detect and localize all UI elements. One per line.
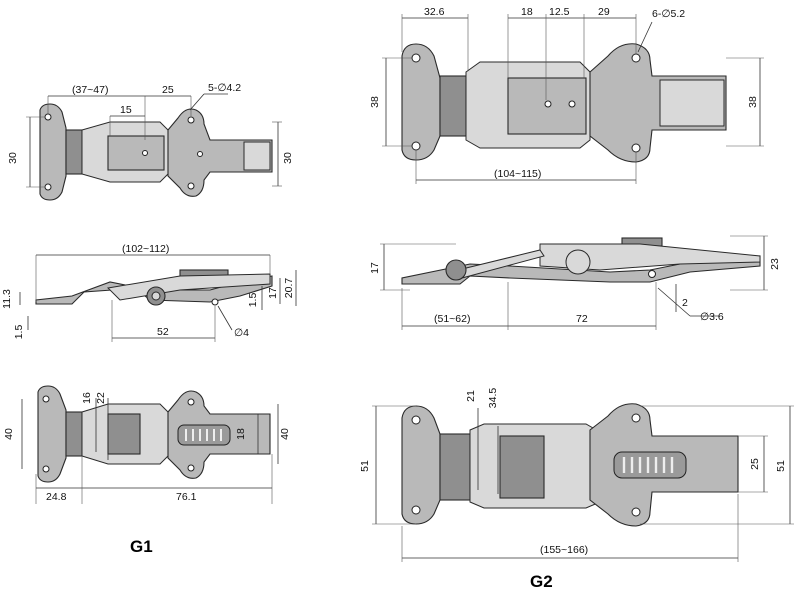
dim-g2-32-6: 32.6 bbox=[424, 6, 445, 18]
dim-g1-hole: ∅4 bbox=[234, 327, 249, 339]
g1-top-hole bbox=[187, 116, 195, 124]
dim-g2-12-5: 12.5 bbox=[549, 6, 570, 18]
g1-bottom-hole bbox=[42, 465, 50, 473]
g1-bottom-hole bbox=[187, 398, 195, 406]
g2-top-left-plate bbox=[401, 43, 441, 161]
g2-bottom-grip-ribs bbox=[622, 457, 674, 473]
g2-side-lever bbox=[539, 243, 761, 271]
dim-g2-18: 18 bbox=[521, 6, 533, 18]
g2-side-hole bbox=[648, 270, 656, 278]
dim-g2-17: 17 bbox=[369, 262, 381, 274]
dim-g1-16: 16 bbox=[81, 392, 93, 404]
dim-g2-51-right: 51 bbox=[775, 460, 787, 472]
dim-g1-1-5-left: 1.5 bbox=[13, 325, 25, 340]
dim-g1-40-right: 40 bbox=[279, 428, 291, 440]
g2-top-hole bbox=[411, 141, 421, 151]
dim-g1-20-7: 20.7 bbox=[283, 278, 295, 299]
g2-bottom-hole bbox=[411, 415, 421, 425]
dim-g1-30-left: 30 bbox=[7, 152, 19, 164]
g1-side-view: (102~112) 11.3 1.5 1.5 17 20.7 52 ∅4 bbox=[1, 243, 297, 342]
dim-g2-34-5: 34.5 bbox=[487, 388, 499, 409]
g2-top-hook bbox=[659, 79, 725, 127]
g1-bottom-left-plate bbox=[37, 385, 67, 483]
g1-top-lever bbox=[107, 135, 165, 171]
g2-bottom-hole bbox=[411, 505, 421, 515]
g2-bottom-roller bbox=[499, 435, 545, 499]
dim-g2-155-166: (155~166) bbox=[540, 544, 588, 556]
dim-g1-15: 15 bbox=[120, 104, 132, 116]
dim-g1-11-3: 11.3 bbox=[1, 289, 13, 309]
g2-top-hole bbox=[631, 53, 641, 63]
dim-g1-102-112: (102~112) bbox=[122, 243, 169, 255]
dim-g2-104-115: (104~115) bbox=[494, 168, 541, 180]
dim-g2-38-left: 38 bbox=[369, 96, 381, 108]
g1-top-rivet bbox=[142, 150, 148, 156]
g1-top-hole bbox=[187, 182, 195, 190]
g2-bottom-hole bbox=[631, 507, 641, 517]
g1-top-hole bbox=[44, 183, 52, 191]
dim-g2-29: 29 bbox=[598, 6, 610, 18]
g1-bottom-hole bbox=[42, 395, 50, 403]
dim-g2-38-right: 38 bbox=[747, 96, 759, 108]
dim-g1-76-1: 76.1 bbox=[176, 491, 197, 503]
dim-g1-1-5-right: 1.5 bbox=[247, 293, 259, 308]
figure-label-g1: G1 bbox=[130, 537, 153, 556]
g2-bottom-left-plate bbox=[401, 405, 441, 525]
g1-top-left-plate bbox=[39, 103, 67, 201]
g2-side-pivot bbox=[565, 249, 591, 275]
g1-bottom-hole bbox=[187, 464, 195, 472]
g1-top-hook bbox=[243, 141, 271, 171]
dim-g1-18: 18 bbox=[235, 428, 247, 440]
g2-top-hole bbox=[568, 100, 576, 108]
g1-top-hinge bbox=[65, 129, 83, 175]
dim-g1-holes: 5-∅4.2 bbox=[208, 82, 241, 94]
g1-top-view: (37~47) 25 15 5-∅4.2 30 30 bbox=[7, 82, 294, 201]
g1-side-pivot-pin bbox=[151, 291, 161, 301]
g1-bottom-grip bbox=[177, 424, 231, 446]
dim-g2-25: 25 bbox=[749, 458, 761, 470]
g2-top-hinge bbox=[439, 75, 467, 137]
dim-g2-2: 2 bbox=[682, 297, 688, 309]
g2-top-view: 32.6 18 12.5 29 6-∅5.2 38 38 (104~115) bbox=[369, 6, 764, 184]
dim-g1-24-8: 24.8 bbox=[46, 491, 67, 503]
dim-g1-52: 52 bbox=[157, 326, 169, 338]
dim-g1-37-47: (37~47) bbox=[72, 84, 108, 96]
dim-g1-22: 22 bbox=[95, 392, 107, 404]
dim-g2-51-62: (51~62) bbox=[434, 313, 470, 325]
dim-g1-30-right: 30 bbox=[282, 152, 294, 164]
g2-top-hole bbox=[631, 143, 641, 153]
g1-bottom-hinge bbox=[65, 411, 83, 457]
figure-label-g2: G2 bbox=[530, 572, 553, 591]
dim-g2-23: 23 bbox=[769, 258, 781, 270]
dim-g2-51-left: 51 bbox=[359, 460, 371, 472]
g1-side-hole bbox=[211, 298, 219, 306]
g1-bottom-grip-ribs bbox=[185, 429, 222, 441]
g2-top-hole bbox=[544, 100, 552, 108]
dim-g2-21: 21 bbox=[465, 390, 477, 402]
dim-g1-40-left: 40 bbox=[3, 428, 15, 440]
g2-bottom-view: 21 34.5 51 25 51 (155~166) bbox=[359, 388, 794, 562]
g2-side-view: 17 23 2 ∅3.6 (51~62) 72 bbox=[369, 235, 781, 330]
dim-g2-72: 72 bbox=[576, 313, 588, 325]
g2-bottom-hole bbox=[631, 413, 641, 423]
dim-g2-hole: ∅3.6 bbox=[700, 311, 724, 323]
g1-bottom-roller bbox=[107, 413, 141, 455]
g1-top-hole bbox=[197, 151, 203, 157]
dim-g2-holes: 6-∅5.2 bbox=[652, 8, 685, 20]
dim-g1-17: 17 bbox=[267, 287, 279, 299]
g2-bottom-hinge bbox=[439, 433, 471, 501]
g2-top-hole bbox=[411, 53, 421, 63]
g2-top-right-plate bbox=[589, 43, 727, 163]
dim-g1-25: 25 bbox=[162, 84, 174, 96]
g2-side-hinge-pin bbox=[445, 259, 467, 281]
g1-top-hole bbox=[44, 113, 52, 121]
g1-bottom-view: 40 16 22 18 40 24.8 76.1 bbox=[3, 385, 291, 504]
